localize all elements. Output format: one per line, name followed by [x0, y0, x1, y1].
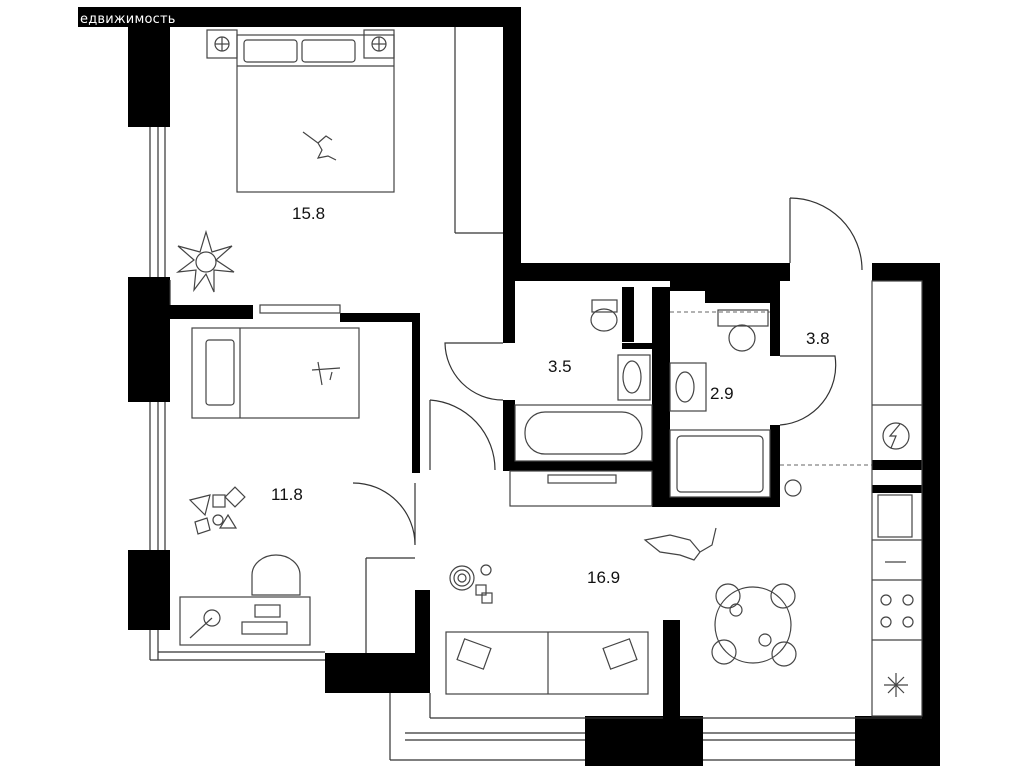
doors [352, 197, 863, 546]
bathtub [514, 404, 653, 462]
cat-icon [643, 527, 717, 561]
radiator [259, 304, 341, 314]
sofa [445, 631, 649, 695]
toilet-bathroom [590, 299, 618, 332]
washing-machine [509, 470, 653, 507]
area-kids-room: 11.8 [271, 485, 303, 504]
shower-tray [669, 429, 771, 498]
sink-wc [669, 362, 707, 412]
nightstand-lamps [206, 29, 395, 59]
windows [149, 27, 922, 761]
toy-plane-icon [311, 361, 341, 386]
plant-icon [175, 229, 235, 293]
area-hall: 3.8 [806, 329, 830, 348]
toilet-wc [717, 309, 769, 352]
area-living-kitchen: 16.9 [587, 568, 620, 587]
toys-icon [188, 486, 246, 535]
area-bathroom: 3.5 [548, 357, 572, 376]
sink-bathroom [617, 354, 651, 401]
walls [78, 7, 940, 766]
ball-icon [784, 479, 802, 497]
cat-toy-icon [302, 131, 337, 161]
watermark: едвижимость [80, 12, 176, 27]
area-wc: 2.9 [710, 384, 734, 403]
double-bed [236, 34, 395, 193]
single-bed [191, 327, 360, 419]
chair [251, 554, 301, 596]
desk [179, 596, 311, 646]
dining-table [711, 583, 797, 667]
area-bedroom: 15.8 [292, 204, 325, 223]
kitchen-counter [871, 280, 923, 717]
rings-toy-icon [449, 564, 493, 604]
